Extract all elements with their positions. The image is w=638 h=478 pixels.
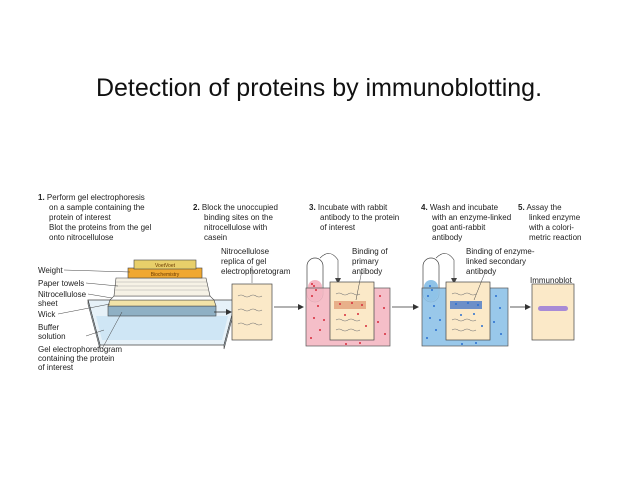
primary-antibody-stage xyxy=(305,253,391,347)
immunoblot-result xyxy=(531,283,575,341)
step-2-line: nitrocellulose with xyxy=(204,223,268,232)
step-1-text: 1. Perform gel electrophoresis on a samp… xyxy=(38,193,151,243)
label-gel-1: Gel electrophoretogram xyxy=(38,345,123,354)
label-gel-2: containing the protein xyxy=(38,354,115,363)
label-gel-3: of interest xyxy=(38,363,74,372)
step-5-line: linked enzyme xyxy=(529,213,581,222)
label-wick: Wick xyxy=(38,310,56,319)
step-4-line: antibody xyxy=(432,233,463,242)
step-5-line: Assay the xyxy=(526,203,562,212)
flow-arrows xyxy=(274,304,531,310)
blotting-apparatus: VoetVoet Biochemistry xyxy=(87,259,237,350)
step-2-line: Block the unoccupied xyxy=(201,203,278,212)
step-5-text: 5. Assay the linked enzyme with a colori… xyxy=(518,203,581,243)
nitrocellulose-replica xyxy=(231,266,273,341)
label-nitrocellulose-sheet: sheet xyxy=(38,299,58,308)
book-label-bottom: Biochemistry xyxy=(151,272,180,278)
arrow-step1 xyxy=(214,309,232,315)
step-3-line: antibody to the protein xyxy=(320,213,400,222)
step-2-line: casein xyxy=(204,233,228,242)
step-1-line: onto nitrocellulose xyxy=(49,233,114,242)
step-3-text: 3. Incubate with rabbit antibody to the … xyxy=(309,203,399,233)
immunoblot-label: Immunoblot xyxy=(530,276,572,285)
label-paper-towels: Paper towels xyxy=(38,279,85,288)
step-3-number: 3. xyxy=(309,203,316,212)
step-5-number: 5. xyxy=(518,203,525,212)
step-2-text: 2. Block the unoccupied binding sites on… xyxy=(193,203,278,243)
leader-lines xyxy=(57,269,131,350)
step-2-line: binding sites on the xyxy=(204,213,273,222)
step-4-number: 4. xyxy=(421,203,428,212)
step-4-line: Wash and incubate xyxy=(429,203,499,212)
label-weight: Weight xyxy=(38,266,63,275)
step-1-line: on a sample containing the xyxy=(49,203,145,212)
step-1-line: Perform gel electrophoresis xyxy=(46,193,145,202)
step-3-line: Incubate with rabbit xyxy=(317,203,388,212)
book-label-top: VoetVoet xyxy=(155,263,176,269)
secondary-antibody-stage xyxy=(421,253,509,347)
step-1-line: Blot the proteins from the gel xyxy=(49,223,152,232)
step-1-number: 1. xyxy=(38,193,45,202)
label-buffer: Buffer xyxy=(38,323,60,332)
slide-title: Detection of proteins by immunoblotting. xyxy=(95,74,543,102)
step-5-line: metric reaction xyxy=(529,233,582,242)
step-4-line: with an enzyme-linked xyxy=(432,213,512,222)
step-4-line: goat anti-rabbit xyxy=(432,223,486,232)
step-4-text: 4. Wash and incubate with an enzyme-link… xyxy=(421,203,511,243)
step-3-line: of interest xyxy=(320,223,356,232)
step-2-number: 2. xyxy=(193,203,200,212)
label-nitrocellulose: Nitrocellulose xyxy=(38,290,87,299)
step-1-line: protein of interest xyxy=(49,213,111,222)
step-5-line: with a colori- xyxy=(529,223,574,232)
label-buffer-solution: solution xyxy=(38,332,66,341)
